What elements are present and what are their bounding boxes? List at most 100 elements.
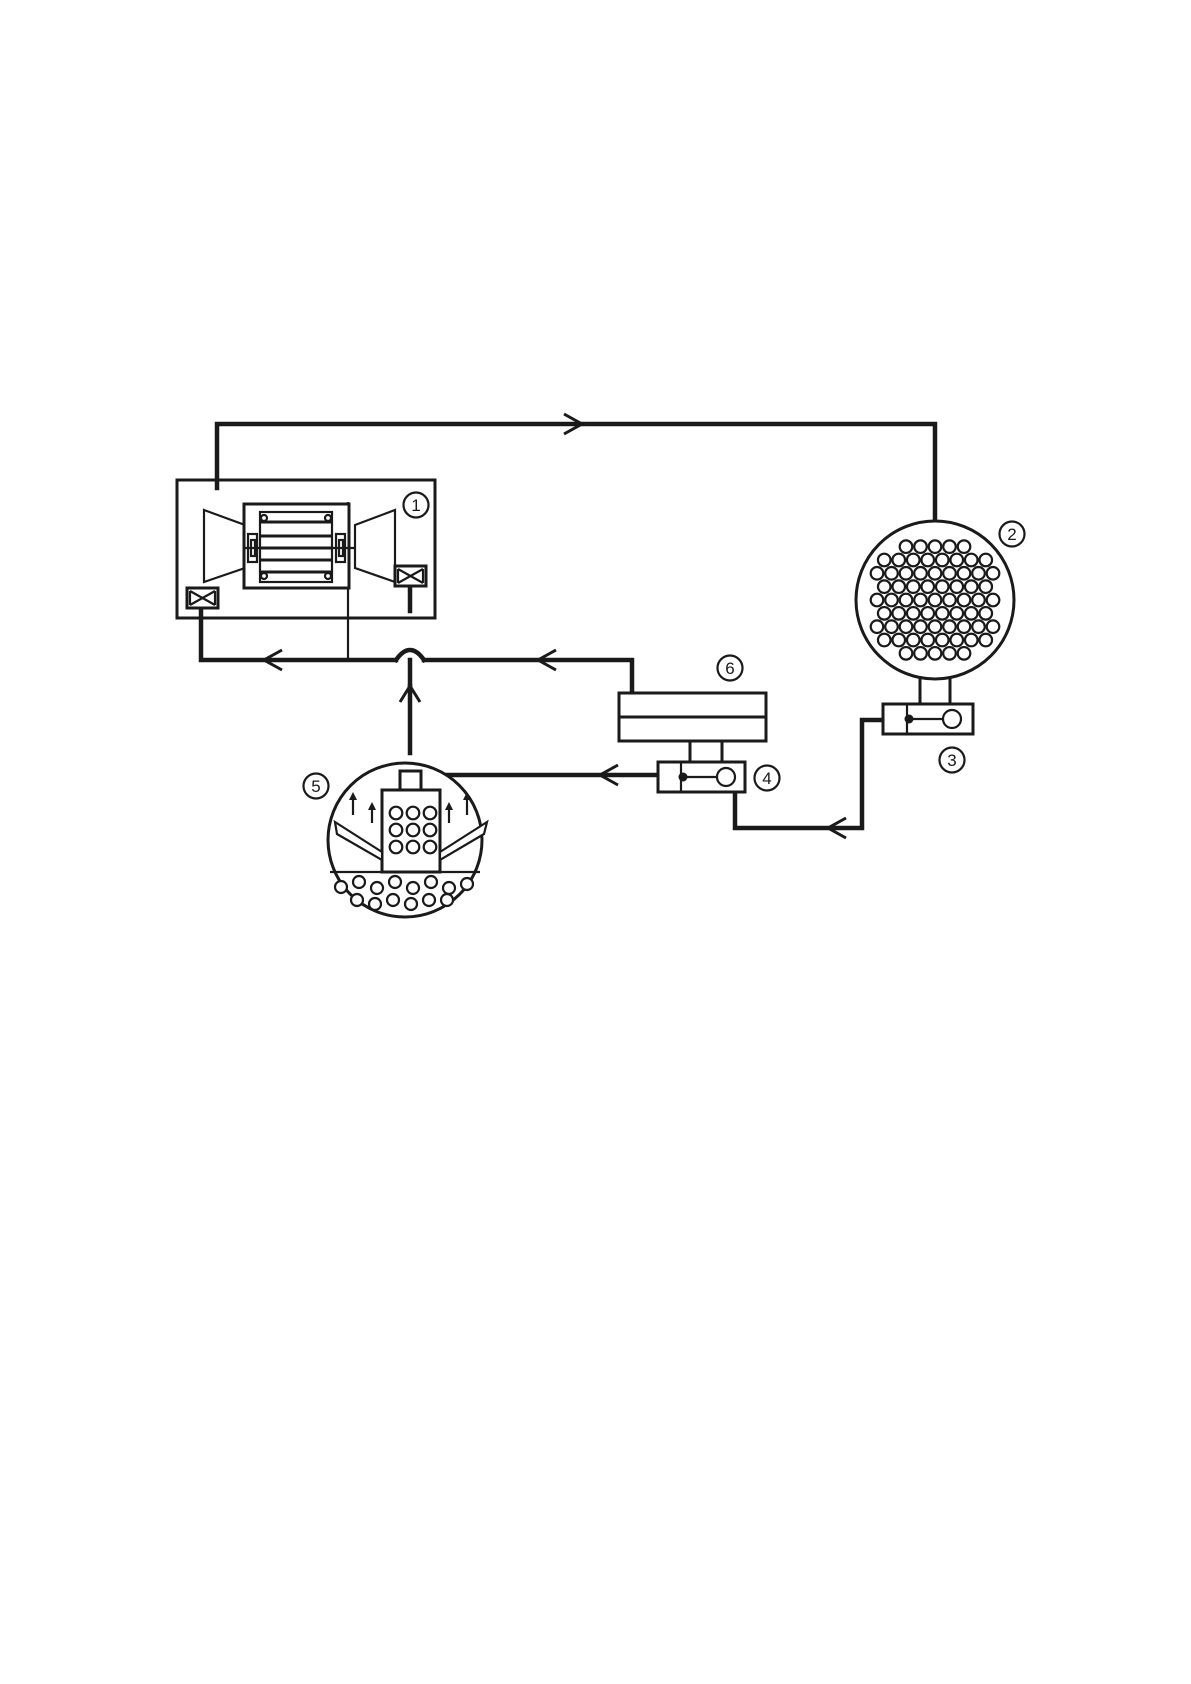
tube-circle [405, 898, 417, 910]
tube-circle [914, 620, 927, 633]
tube-circle [965, 580, 978, 593]
tube-circle [407, 824, 420, 837]
cooler-6-outlet-left [658, 741, 690, 762]
tube-circle [929, 647, 942, 660]
condenser [856, 521, 1014, 704]
tube-circle [871, 594, 884, 607]
pipe-suction-right [424, 660, 632, 692]
tube-circle [965, 607, 978, 620]
motor-bolt [261, 515, 267, 521]
tube-circle [390, 824, 403, 837]
tube-circle [871, 567, 884, 580]
compressor-right-stage [355, 510, 395, 582]
tube-circle [892, 580, 905, 593]
tube-circle [892, 607, 905, 620]
tube-circle [871, 620, 884, 633]
tube-circle [965, 634, 978, 647]
tube-circle [423, 894, 435, 906]
valve-right-icon [395, 566, 426, 586]
pipe-suction [201, 606, 396, 660]
tube-circle [425, 876, 437, 888]
tube-circle [958, 620, 971, 633]
tube-circle [335, 881, 347, 893]
tube-circle [353, 876, 365, 888]
tube-circle [929, 567, 942, 580]
flash-tank-core-tubes [390, 807, 437, 854]
tube-circle [943, 567, 956, 580]
tube-circle [907, 634, 920, 647]
tube-circle [936, 554, 949, 567]
tube-circle [900, 567, 913, 580]
tube-circle [936, 634, 949, 647]
tube-circle [972, 620, 985, 633]
tube-circle [972, 567, 985, 580]
label-3-text: 3 [947, 751, 956, 770]
pipe-network [201, 424, 935, 828]
trap-4-float [717, 768, 735, 786]
label-5-text: 5 [311, 777, 320, 796]
tube-circle [878, 607, 891, 620]
tube-circle [892, 554, 905, 567]
label-2-text: 2 [1007, 525, 1016, 544]
tube-circle [907, 580, 920, 593]
compressor-unit [177, 480, 435, 618]
tube-circle [914, 647, 927, 660]
label-6-text: 6 [725, 659, 734, 678]
label-4-text: 4 [762, 769, 771, 788]
tube-circle [965, 554, 978, 567]
tube-circle [914, 567, 927, 580]
tube-circle [943, 620, 956, 633]
tube-circle [979, 634, 992, 647]
trap-3-float [943, 710, 961, 728]
flash-tank [328, 763, 487, 917]
condenser-outlet-neck-right [950, 676, 972, 704]
tube-circle [390, 807, 403, 820]
tube-circle [907, 554, 920, 567]
tube-circle [892, 634, 905, 647]
tube-circle [900, 594, 913, 607]
tube-circle [987, 620, 1000, 633]
tube-circle [950, 607, 963, 620]
tube-circle [387, 894, 399, 906]
tube-circle [407, 882, 419, 894]
tube-circle [914, 540, 927, 553]
tube-circle [979, 607, 992, 620]
tube-circle [878, 580, 891, 593]
tube-circle [950, 580, 963, 593]
steam-trap-3 [883, 704, 973, 734]
tube-circle [351, 894, 363, 906]
cooler-6-outlet-right [722, 741, 745, 762]
tube-circle [878, 634, 891, 647]
label-4: 4 [755, 766, 780, 791]
tube-circle [390, 841, 403, 854]
tube-circle [921, 580, 934, 593]
label-6: 6 [718, 656, 743, 681]
valve-left-icon [187, 588, 218, 608]
tube-circle [461, 878, 473, 890]
tube-circle [389, 876, 401, 888]
tube-circle [885, 567, 898, 580]
tube-circle [885, 594, 898, 607]
tube-circle [424, 807, 437, 820]
tube-circle [958, 540, 971, 553]
tube-circle [936, 580, 949, 593]
tube-circle [979, 580, 992, 593]
tube-circle [371, 882, 383, 894]
motor-bolt [325, 515, 331, 521]
cooler-6 [619, 693, 766, 762]
tube-circle [443, 882, 455, 894]
motor-bolt [261, 573, 267, 579]
steam-trap-4 [658, 762, 745, 792]
label-1-text: 1 [411, 496, 420, 515]
tube-circle [950, 634, 963, 647]
tube-circle [921, 607, 934, 620]
tube-circle [987, 567, 1000, 580]
tube-circle [424, 824, 437, 837]
tube-circle [878, 554, 891, 567]
tube-circle [914, 594, 927, 607]
tube-circle [441, 894, 453, 906]
tube-circle [987, 594, 1000, 607]
tube-circle [407, 841, 420, 854]
tube-circle [369, 898, 381, 910]
label-5: 5 [304, 774, 329, 799]
